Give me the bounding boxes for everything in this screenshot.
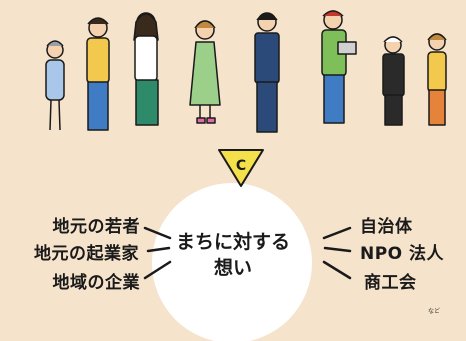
label-npo: NPO 法人: [360, 244, 445, 264]
connector-left-3: [143, 260, 172, 280]
footnote-etc: など: [428, 308, 441, 315]
connector-right-1: [322, 226, 352, 240]
people-illustration: [45, 10, 447, 133]
label-chamber-of-commerce: 商工会: [364, 273, 417, 293]
person-woman-icon: [189, 20, 221, 124]
label-local-companies: 地域の企業: [52, 273, 140, 293]
person-young-man-icon: [86, 17, 110, 131]
person-shopkeeper-icon: [382, 36, 405, 126]
center-circle: [152, 183, 312, 341]
badge-letter: C: [236, 158, 246, 174]
connector-right-3: [322, 260, 352, 280]
person-npo-staff-icon: [321, 10, 357, 124]
connector-left-2: [146, 246, 171, 253]
connector-left-1: [143, 226, 172, 240]
badge-triangle-icon: [218, 149, 264, 187]
person-woman-orange-icon: [427, 33, 447, 126]
center-title-line2: 想い: [213, 257, 252, 279]
label-municipality: 自治体: [360, 217, 413, 237]
person-entrepreneur-icon: [133, 12, 159, 126]
person-elderly-woman-icon: [45, 40, 65, 131]
center-title-line1: まちに対する: [175, 231, 290, 253]
label-local-youth: 地元の若者: [52, 217, 140, 237]
connector-right-2: [323, 246, 352, 253]
center-title: まちに対する 想い: [160, 229, 306, 281]
label-local-entrepreneurs: 地元の起業家: [34, 244, 139, 264]
person-official-icon: [254, 12, 280, 133]
